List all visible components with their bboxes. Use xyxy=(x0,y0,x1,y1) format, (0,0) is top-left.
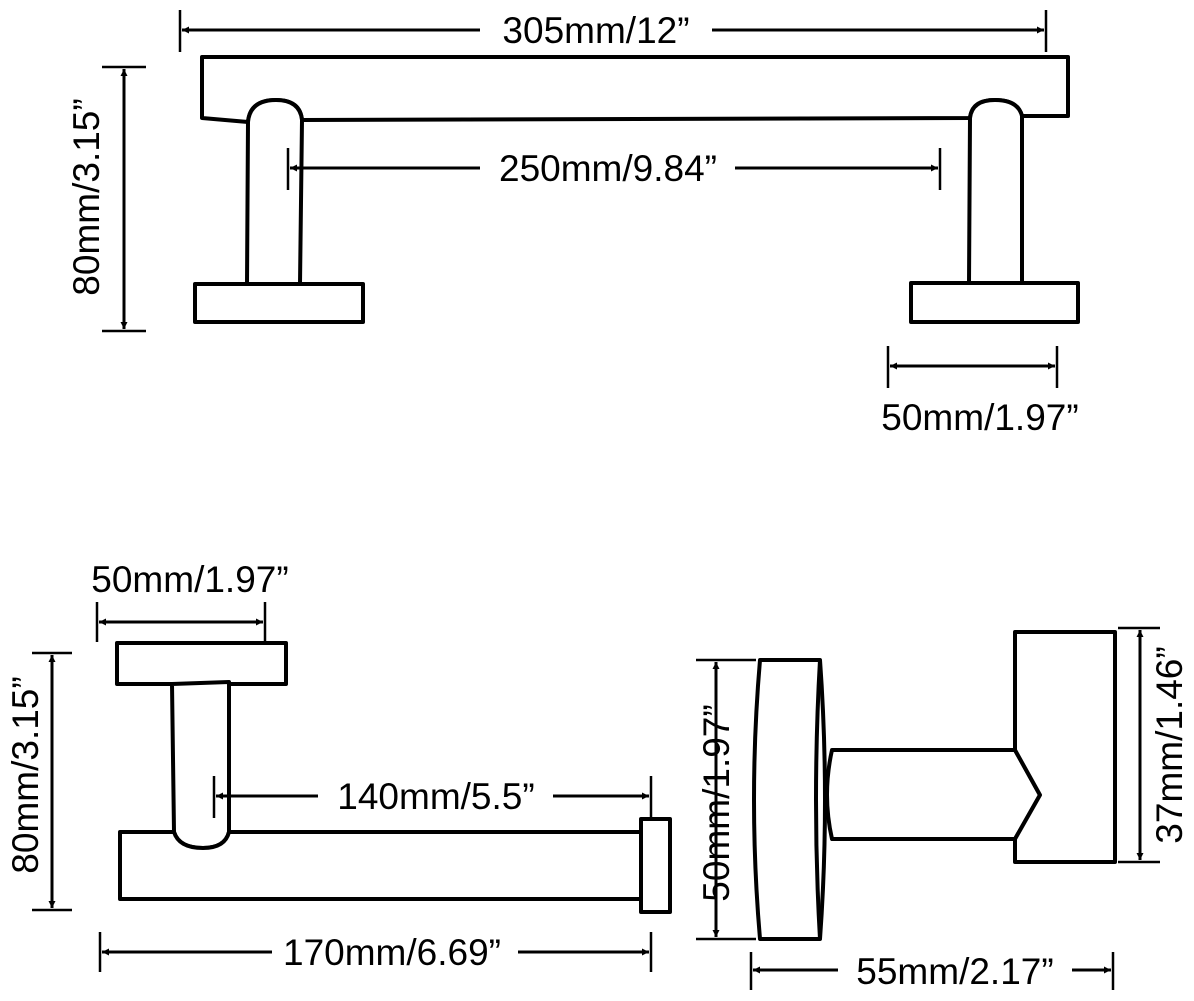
towel-bar-overall-length-label: 305mm/12” xyxy=(502,10,689,51)
robe-hook-head xyxy=(1013,630,1117,864)
paper-holder-arm xyxy=(118,830,643,901)
towel-bar-base-width-label: 50mm/1.97” xyxy=(881,397,1078,438)
towel-bar-left-base xyxy=(193,282,365,324)
towel-bar-right-base xyxy=(909,281,1080,324)
towel-bar-right-post xyxy=(967,98,1024,286)
paper-holder-post xyxy=(170,680,231,850)
paper-holder-base-width-label: 50mm/1.97” xyxy=(91,559,288,600)
paper-holder-arm-length-label: 140mm/5.5” xyxy=(337,776,534,817)
paper-holder-height-label: 80mm/3.15” xyxy=(5,676,46,873)
towel-bar-drawing: 305mm/12” 250mm/9.84” 80mm/3.15” 50mm/1.… xyxy=(66,10,1080,438)
paper-holder-drawing: 50mm/1.97” 80mm/3.15” 140mm/5.5” 170mm/6… xyxy=(5,559,672,973)
robe-hook-height-label: 37mm/1.46” xyxy=(1149,646,1190,843)
towel-bar-left-post xyxy=(245,98,304,286)
paper-holder-base xyxy=(115,641,288,686)
paper-holder-overall-length-label: 170mm/6.69” xyxy=(283,932,501,973)
towel-bar-height-label: 80mm/3.15” xyxy=(66,98,107,295)
robe-hook-drawing: 50mm/1.97” 37mm/1.46” 55mm/2.17” xyxy=(696,626,1190,992)
towel-bar-rail xyxy=(200,55,1070,124)
paper-holder-end-cap xyxy=(639,817,672,914)
towel-bar-post-spacing-label: 250mm/9.84” xyxy=(499,148,717,189)
robe-hook-base-diameter-label: 50mm/1.97” xyxy=(696,704,737,901)
robe-hook-depth-label: 55mm/2.17” xyxy=(856,951,1053,992)
robe-hook-stem xyxy=(825,748,1042,841)
